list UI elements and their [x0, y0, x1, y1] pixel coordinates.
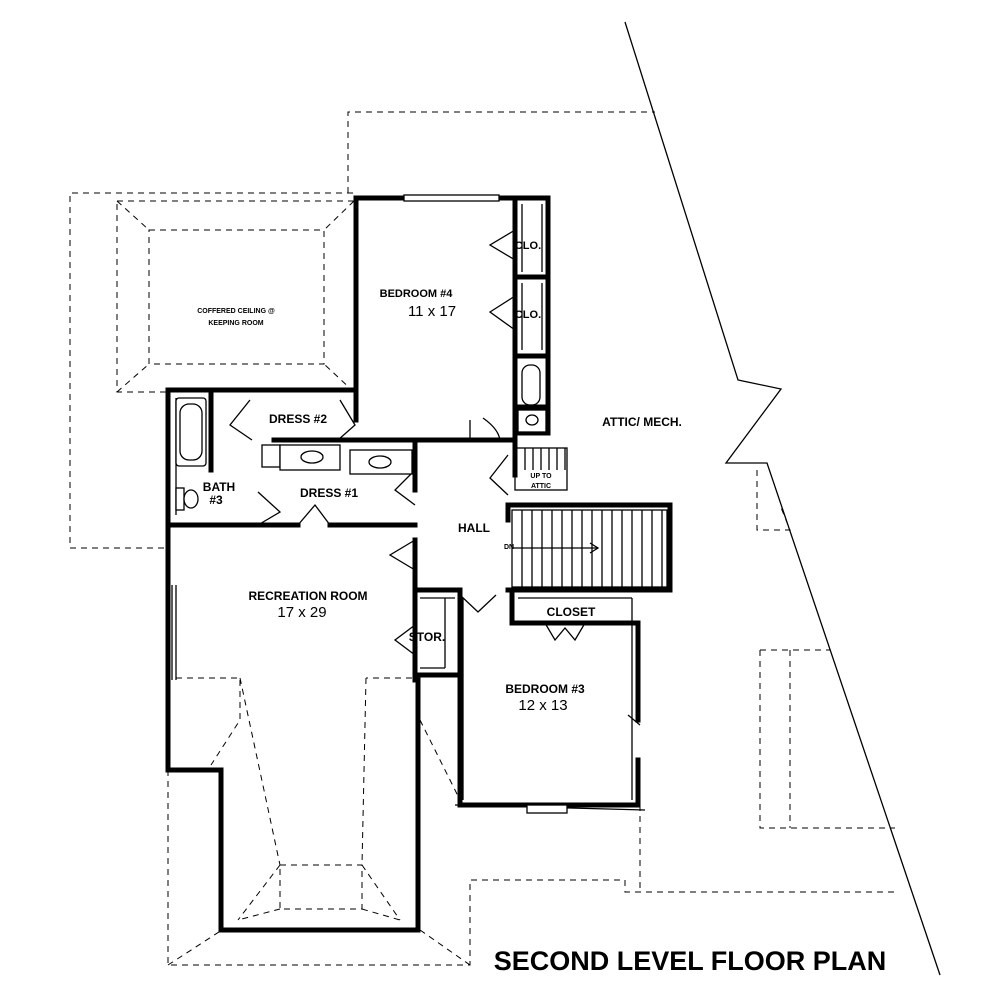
up-to-attic-line2: ATTIC	[531, 483, 551, 490]
hall-label: HALL	[458, 521, 490, 535]
bedroom3-label: BEDROOM #3	[505, 682, 585, 696]
stairs	[511, 447, 668, 588]
attic-label: ATTIC/ MECH.	[602, 415, 682, 429]
recreation-label: RECREATION ROOM	[248, 589, 367, 603]
roof-edge	[624, 21, 941, 976]
door-swings	[229, 229, 641, 726]
fixtures	[175, 364, 547, 511]
dress1-label: DRESS #1	[300, 486, 358, 500]
closet-upper-label: CLO.	[515, 240, 541, 252]
plan-title: SECOND LEVEL FLOOR PLAN	[494, 946, 887, 976]
closet-lower-label: CLO.	[515, 309, 541, 321]
coffered-label-line2: KEEPING ROOM	[208, 320, 263, 327]
bath3-label-line2: #3	[209, 493, 223, 507]
recreation-size: 17 x 29	[277, 604, 326, 621]
bath3-label-line1: BATH	[203, 480, 235, 494]
bedroom4-label: BEDROOM #4	[380, 288, 454, 300]
roof-outline	[69, 111, 895, 966]
coffered-label-line1: COFFERED CEILING @	[197, 308, 275, 315]
dress2-label: DRESS #2	[269, 412, 327, 426]
room-labels: COFFERED CEILING @ KEEPING ROOM BEDROOM …	[197, 240, 682, 714]
stair-dn-label: DN	[504, 544, 514, 551]
interior-lines	[171, 194, 646, 814]
storage-label: STOR.	[409, 630, 445, 644]
bedroom3-size: 12 x 13	[518, 697, 567, 714]
closet-label: CLOSET	[547, 605, 596, 619]
up-to-attic-line1: UP TO	[530, 473, 552, 480]
bedroom4-size: 11 x 17	[408, 303, 456, 320]
